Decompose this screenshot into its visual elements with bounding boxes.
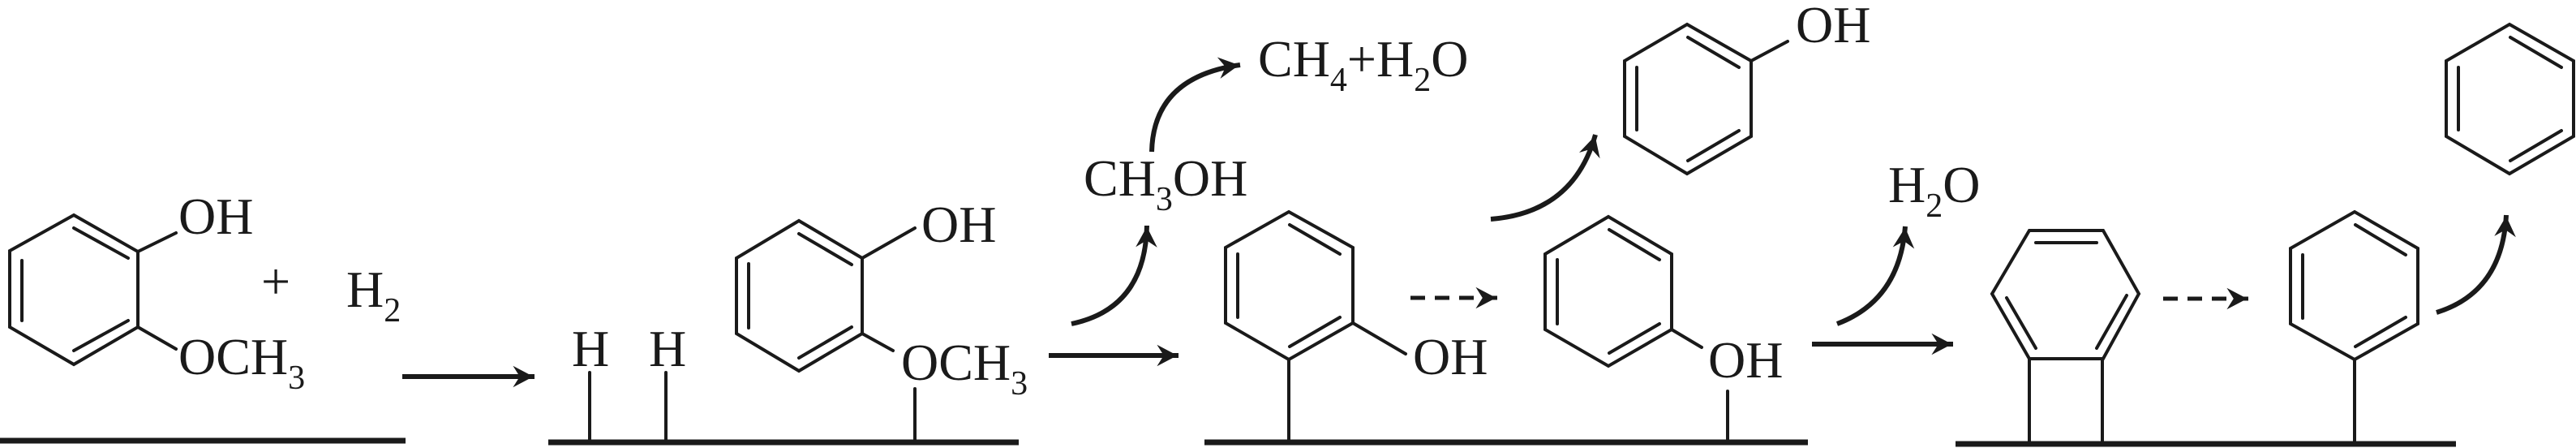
adsorbed-phenyl-hydroxyl: OH bbox=[1224, 209, 1488, 444]
hydroxyl-label: OH bbox=[921, 196, 996, 253]
adsorbed-h-label: H bbox=[572, 320, 609, 377]
benzene-molecule bbox=[2445, 22, 2575, 176]
curved-arrow-phenol bbox=[1490, 134, 1600, 222]
plus-sign: + bbox=[261, 252, 290, 310]
adsorbed-guaiacol: OH OCH3 bbox=[735, 196, 1028, 444]
water-label: H2O bbox=[1888, 156, 1980, 225]
adsorbed-h-label: H bbox=[649, 320, 686, 377]
hydroxyl-label: OH bbox=[1413, 328, 1488, 386]
hydrogen-label: H2 bbox=[346, 261, 401, 330]
hydroxyl-label: OH bbox=[1708, 331, 1783, 389]
methanol-label: CH3OH bbox=[1084, 149, 1247, 218]
guaiacol-molecule: OH OCH3 bbox=[8, 187, 305, 397]
adsorbed-phenoxy: OH bbox=[1543, 214, 1783, 444]
curved-arrow-benzene bbox=[2436, 214, 2516, 315]
curved-arrow-water bbox=[1835, 226, 1915, 326]
methoxy-label: OCH3 bbox=[178, 328, 305, 397]
phenol-molecule: OH bbox=[1623, 0, 1870, 176]
adsorbed-phenyl bbox=[2289, 209, 2419, 446]
curved-arrow-methane bbox=[1149, 57, 1241, 153]
methoxy-label: OCH3 bbox=[901, 334, 1028, 403]
methane-water-label: CH4+H2O bbox=[1258, 30, 1468, 99]
curved-arrow-methanol bbox=[1071, 225, 1157, 326]
adsorbed-aryl-bidentate bbox=[1990, 229, 2141, 446]
hydroxyl-label: OH bbox=[178, 187, 253, 245]
hydroxyl-label: OH bbox=[1796, 0, 1870, 54]
